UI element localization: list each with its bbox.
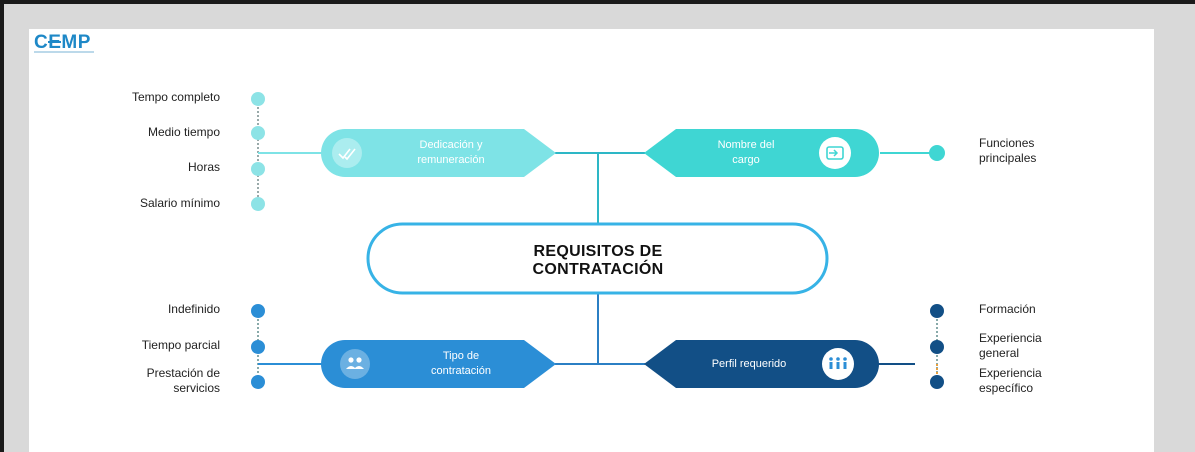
bullet-tiempo-parcial — [251, 340, 265, 354]
checkmarks-icon — [338, 148, 356, 161]
item-experiencia-general-line1: Experiencia — [979, 331, 1042, 345]
logo-letter-e: E — [48, 32, 62, 53]
item-experiencia-especifico-line2: específico — [979, 381, 1034, 395]
item-medio-tiempo: Medio tiempo — [147, 125, 220, 139]
tipo-label-line2: contratación — [431, 365, 491, 377]
logo-letter-c: C — [34, 32, 49, 53]
people-grid-icon — [829, 357, 847, 369]
center-title-line2: CONTRATACIÓN — [532, 261, 664, 278]
nombre-label: Nombre del cargo — [686, 138, 806, 168]
item-experiencia-general: Experiencia general — [979, 331, 1119, 361]
logo: CEMP — [34, 32, 91, 54]
bullet-horas — [251, 162, 265, 176]
item-tempo-completo: Tempo completo — [131, 90, 220, 104]
bullet-prestacion-servicios — [251, 375, 265, 389]
enter-box-icon — [826, 146, 844, 160]
item-experiencia-especifico-line1: Experiencia — [979, 366, 1042, 380]
window-left-border — [0, 4, 4, 452]
tipo-label: Tipo de contratación — [393, 349, 529, 379]
bullet-indefinido — [251, 304, 265, 318]
item-salario-minimo: Salario mínimo — [139, 196, 220, 210]
bullet-salario-minimo — [251, 197, 265, 211]
window-top-border — [0, 0, 1195, 4]
nombre-shape — [644, 129, 879, 177]
item-funciones-line1: Funciones — [979, 136, 1035, 150]
item-formacion: Formación — [979, 302, 1036, 316]
nombre-label-line2: cargo — [732, 154, 760, 166]
item-funciones-line2: principales — [979, 151, 1037, 165]
center-title-line1: REQUISITOS DE — [533, 243, 663, 260]
bullet-medio-tiempo — [251, 126, 265, 140]
item-experiencia-general-line2: general — [979, 346, 1020, 360]
bullet-experiencia-general — [930, 340, 944, 354]
logo-letters-mp: MP — [61, 32, 91, 53]
tipo-shape — [321, 340, 556, 388]
dedicacion-shape — [321, 129, 556, 177]
bullet-formacion — [930, 304, 944, 318]
bullet-tempo-completo — [251, 92, 265, 106]
logo-tagline-mark — [34, 51, 94, 53]
dedicacion-label-line1: Dedicación y — [419, 139, 483, 151]
item-experiencia-especifico: Experiencia específico — [979, 366, 1119, 396]
perfil-shape — [644, 340, 879, 388]
item-prestacion-line1: Prestación de — [146, 366, 220, 380]
bullet-experiencia-especifico — [930, 375, 944, 389]
people-icon — [346, 357, 364, 369]
tipo-icon-bg — [340, 349, 370, 379]
bullet-funciones-principales — [929, 145, 945, 161]
item-indefinido: Indefinido — [167, 302, 220, 316]
dedicacion-label: Dedicación y remuneración — [386, 138, 516, 168]
center-title: REQUISITOS DE CONTRATACIÓN — [470, 243, 726, 279]
item-horas: Horas — [187, 160, 220, 174]
center-capsule — [366, 222, 829, 295]
perfil-label: Perfil requerido — [684, 357, 814, 372]
item-prestacion-line2: servicios — [173, 381, 220, 395]
item-funciones-principales: Funciones principales — [979, 136, 1119, 166]
perfil-label-line1: Perfil requerido — [711, 358, 787, 370]
nombre-label-line1: Nombre del — [717, 139, 775, 151]
item-prestacion-servicios: Prestación de servicios — [60, 366, 220, 396]
dedicacion-label-line2: remuneración — [417, 154, 485, 166]
tipo-label-line1: Tipo de — [442, 350, 480, 362]
item-tiempo-parcial: Tiempo parcial — [141, 338, 220, 352]
